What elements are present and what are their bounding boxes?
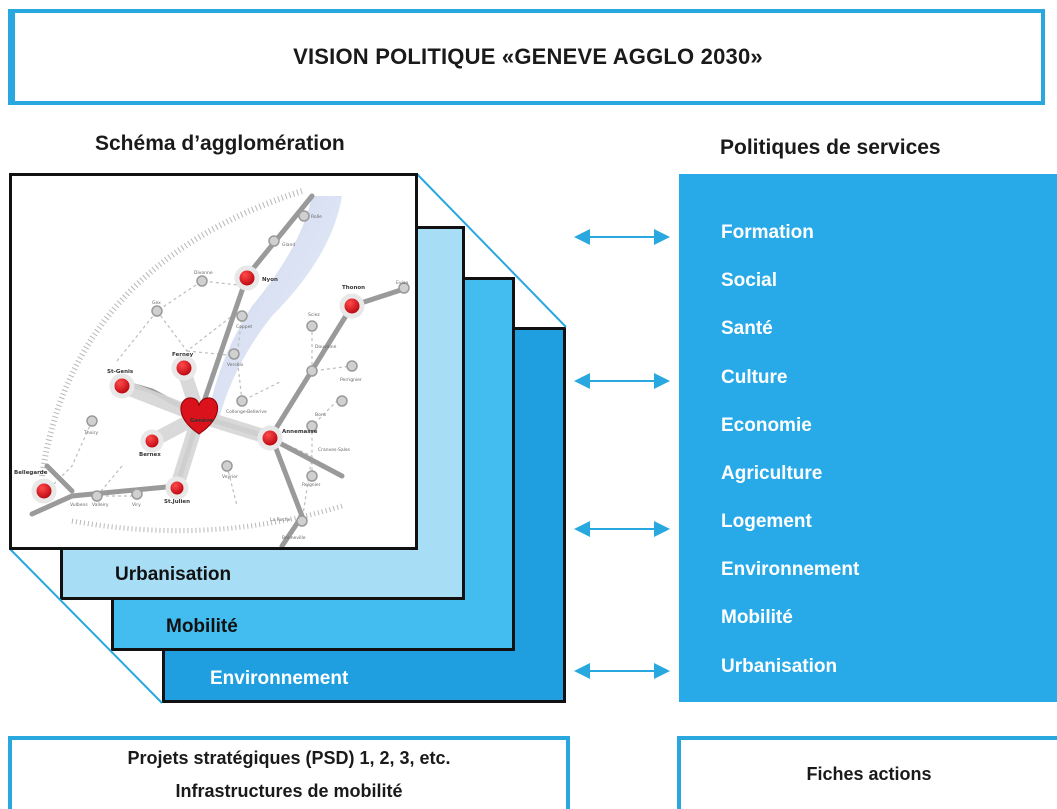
- svg-text:Vulbens: Vulbens: [70, 502, 88, 508]
- services-heading: Politiques de services: [720, 136, 941, 159]
- map-labels: Genève Nyon Thonon St-Genis Ferney Berne…: [14, 277, 365, 505]
- svg-text:Evian: Evian: [396, 280, 409, 286]
- service-social: Social: [721, 270, 777, 291]
- service-formation: Formation: [721, 222, 814, 243]
- service-culture: Culture: [721, 367, 788, 388]
- strategic-projects-line1: Projets stratégiques (PSD) 1, 2, 3, etc.: [127, 747, 451, 768]
- svg-text:Douvaine: Douvaine: [315, 344, 337, 350]
- svg-text:Bellegarde: Bellegarde: [14, 470, 48, 476]
- service-environnement: Environnement: [721, 559, 860, 580]
- service-mobilite: Mobilité: [721, 607, 793, 628]
- svg-text:Thoiry: Thoiry: [83, 430, 98, 436]
- map-labels-secondary: Rolle Gland Evian Divonne Gex Coppet Ver…: [70, 214, 409, 541]
- link-arrows: [574, 229, 670, 679]
- svg-text:Rolle: Rolle: [311, 214, 322, 220]
- layer-label-urbanisation: Urbanisation: [115, 564, 232, 585]
- svg-text:Thonon: Thonon: [342, 285, 365, 291]
- service-sante: Santé: [721, 318, 773, 339]
- vision-banner: VISION POLITIQUE «GENEVE AGGLO 2030»: [8, 9, 1045, 105]
- svg-text:Ferney: Ferney: [172, 352, 194, 358]
- action-sheets-label: Fiches actions: [806, 764, 932, 784]
- svg-text:Perrignier: Perrignier: [340, 377, 362, 383]
- service-agriculture: Agriculture: [721, 463, 823, 484]
- svg-text:Collonge-Bellerive: Collonge-Bellerive: [226, 409, 267, 415]
- svg-text:Bonneville: Bonneville: [282, 535, 306, 541]
- svg-text:Versoix: Versoix: [227, 362, 244, 368]
- svg-text:La Roche: La Roche: [270, 517, 291, 523]
- layer-label-mobilite: Mobilité: [166, 616, 238, 637]
- service-logement: Logement: [721, 511, 812, 532]
- secondary-nodes: [86, 210, 410, 527]
- svg-text:Cranves-Sales: Cranves-Sales: [318, 447, 351, 453]
- action-sheets-box: Fiches actions: [677, 736, 1057, 809]
- geneve-heart-icon: [180, 397, 218, 435]
- svg-text:Annemasse: Annemasse: [282, 429, 318, 435]
- svg-text:Sciez: Sciez: [308, 312, 320, 318]
- svg-text:Bons: Bons: [315, 412, 327, 418]
- agglomeration-map: Genève Nyon Thonon St-Genis Ferney Berne…: [9, 173, 418, 550]
- service-urbanisation: Urbanisation: [721, 656, 838, 677]
- svg-text:St-Genis: St-Genis: [107, 369, 134, 375]
- svg-text:Bernex: Bernex: [139, 452, 161, 458]
- schema-heading: Schéma d’agglomération: [95, 132, 345, 155]
- layer-label-environnement: Environnement: [210, 668, 349, 689]
- svg-text:Viry: Viry: [132, 502, 141, 508]
- svg-text:St.Julien: St.Julien: [164, 499, 190, 505]
- svg-text:Valleiry: Valleiry: [92, 502, 109, 508]
- main-nodes: [31, 265, 365, 504]
- service-economie: Economie: [721, 415, 812, 436]
- lake-leman: [207, 196, 342, 426]
- svg-text:Veyrier: Veyrier: [222, 474, 238, 480]
- map-graphic: Genève Nyon Thonon St-Genis Ferney Berne…: [14, 188, 410, 547]
- svg-text:Gland: Gland: [282, 242, 295, 248]
- svg-text:Coppet: Coppet: [236, 324, 252, 330]
- outer-arc: [39, 188, 303, 477]
- svg-text:Nyon: Nyon: [262, 277, 278, 283]
- svg-text:Reignier: Reignier: [302, 482, 321, 488]
- services-panel: [679, 174, 1057, 702]
- svg-text:Genève: Genève: [190, 417, 213, 424]
- strategic-projects-line2: Infrastructures de mobilité: [175, 780, 403, 801]
- vision-title: VISION POLITIQUE «GENEVE AGGLO 2030»: [293, 44, 763, 69]
- svg-text:Gex: Gex: [152, 300, 161, 306]
- svg-text:Divonne: Divonne: [194, 270, 213, 276]
- strategic-projects-box: Projets stratégiques (PSD) 1, 2, 3, etc.…: [8, 736, 570, 809]
